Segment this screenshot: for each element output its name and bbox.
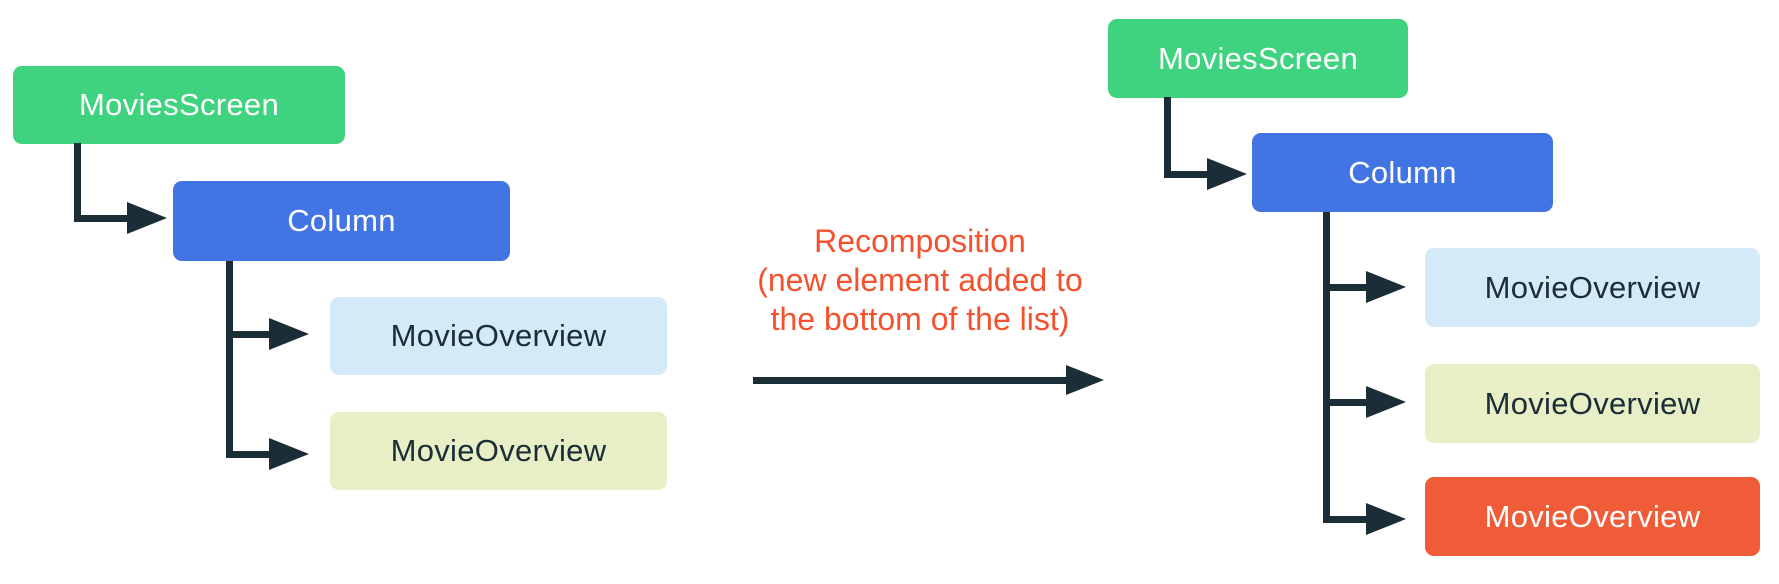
node-moviesscreen-after: MoviesScreen — [1108, 19, 1408, 98]
arrowhead-icon — [1366, 503, 1406, 535]
node-column-before: Column — [173, 181, 510, 261]
node-column-after: Column — [1252, 133, 1553, 212]
node-moviesscreen-before: MoviesScreen — [13, 66, 345, 144]
node-movieoverview-after-2: MovieOverview — [1425, 364, 1760, 443]
arrowhead-icon — [127, 202, 167, 234]
arrowhead-icon — [269, 318, 309, 350]
arrowhead-icon — [1366, 271, 1406, 303]
connector-line — [1164, 171, 1209, 178]
connector-line — [226, 261, 233, 458]
connector-line — [1323, 516, 1368, 523]
arrowhead-icon — [1066, 365, 1104, 395]
transition-arrow-shaft — [753, 377, 1068, 384]
connector-line — [1164, 97, 1171, 178]
connector-line — [1323, 284, 1368, 291]
connector-line — [74, 143, 81, 222]
node-movieoverview-before-1: MovieOverview — [330, 297, 667, 375]
arrowhead-icon — [1207, 158, 1247, 190]
connector-line — [226, 331, 271, 338]
node-movieoverview-before-2: MovieOverview — [330, 412, 667, 490]
node-movieoverview-after-1: MovieOverview — [1425, 248, 1760, 327]
connector-line — [1323, 399, 1368, 406]
arrowhead-icon — [1366, 386, 1406, 418]
arrowhead-icon — [269, 438, 309, 470]
node-movieoverview-after-new: MovieOverview — [1425, 477, 1760, 556]
recomposition-label: Recomposition (new element added to the … — [757, 223, 1083, 337]
connector-line — [74, 215, 129, 222]
connector-line — [226, 451, 271, 458]
connector-line — [1323, 212, 1330, 523]
